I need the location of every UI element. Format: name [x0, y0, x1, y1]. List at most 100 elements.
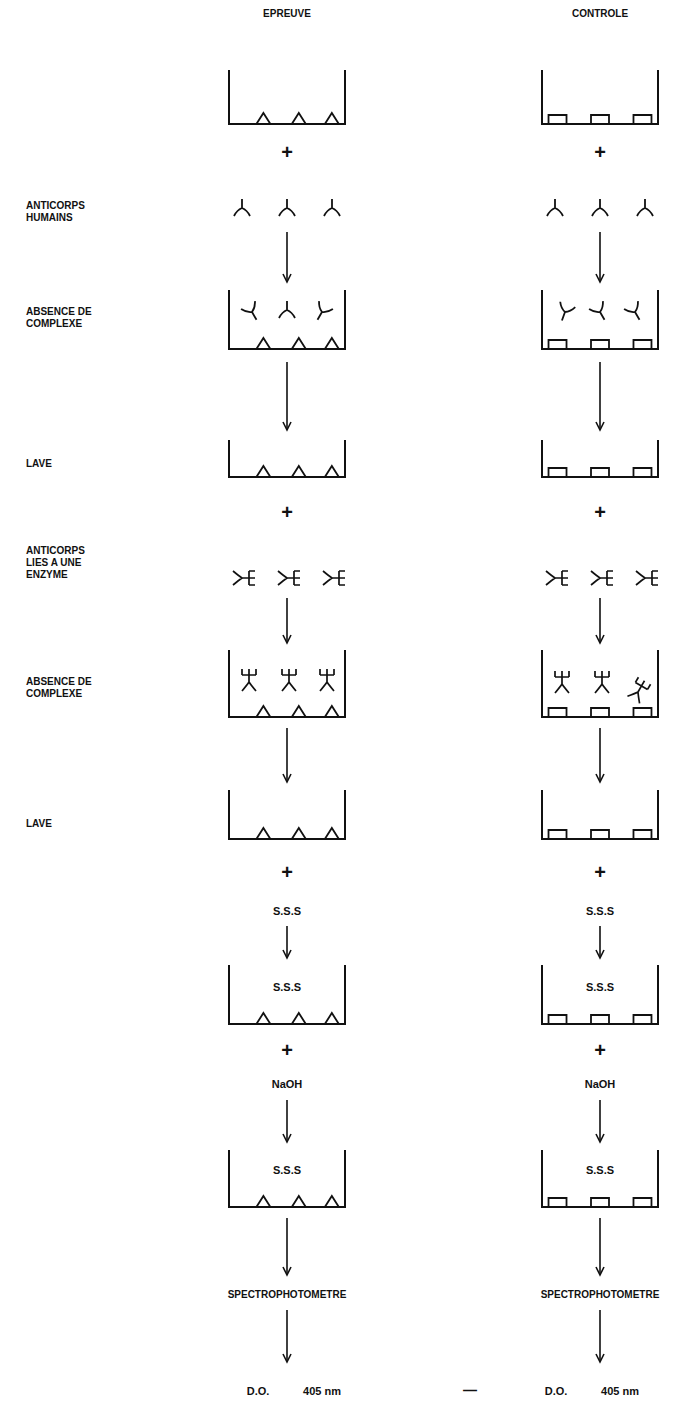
enzyme-antibody-symbol [282, 669, 296, 691]
antibody-symbol [324, 199, 340, 216]
microplate-well [542, 965, 658, 1024]
antigen-triangle [292, 1196, 306, 1207]
column-heading: CONTROLE [572, 8, 628, 20]
enzyme-antibody-symbol [627, 677, 650, 703]
microplate-well [542, 440, 658, 477]
antibody-symbol [279, 199, 295, 216]
down-arrow [283, 232, 291, 282]
antibody-symbol [547, 199, 563, 216]
step-label: ANTICORPS HUMAINS [26, 200, 108, 224]
plus-sign: + [281, 1038, 293, 1062]
microplate-well [229, 650, 345, 717]
control-square [549, 340, 567, 349]
instrument-label: SPECTROPHOTOMETRE [228, 1289, 347, 1301]
down-arrow [283, 1218, 291, 1275]
down-arrow [596, 362, 604, 430]
down-arrow [283, 362, 291, 430]
well-outline [541, 1150, 659, 1208]
control-square [633, 830, 651, 839]
step-label: LAVE [26, 818, 108, 830]
substrate-label: S.S.S [541, 981, 659, 994]
enzyme-antibody-symbol [636, 571, 658, 585]
down-arrow [596, 232, 604, 282]
well-outline [228, 965, 346, 1025]
plus-sign: + [594, 860, 606, 884]
down-arrow [596, 1218, 604, 1275]
down-arrow [596, 728, 604, 782]
substrate-label: S.S.S [273, 905, 301, 918]
step-label: ABSENCE DE COMPLEXE [26, 676, 108, 700]
antigen-triangle [325, 1013, 339, 1024]
control-square [549, 708, 567, 717]
down-arrow [596, 598, 604, 643]
control-square [549, 1015, 567, 1024]
antigen-triangle [292, 338, 306, 349]
plus-sign: + [281, 860, 293, 884]
control-square [591, 468, 609, 477]
microplate-well [229, 1150, 345, 1207]
plus-sign: + [281, 140, 293, 164]
well-outline [228, 1150, 346, 1208]
antigen-triangle [325, 338, 339, 349]
microplate-well [229, 440, 345, 477]
substrate-well: S.S.S [228, 1150, 346, 1208]
instrument-label: SPECTROPHOTOMETRE [541, 1289, 660, 1301]
antibody-symbol [637, 199, 653, 216]
antigen-triangle [256, 338, 270, 349]
down-arrow [596, 1310, 604, 1362]
substrate-label: S.S.S [541, 1164, 659, 1177]
antigen-triangle [325, 113, 339, 124]
measure-label: D.O. [247, 1385, 270, 1398]
step-label: ABSENCE DE COMPLEXE [26, 306, 108, 330]
down-arrow [283, 1100, 291, 1142]
control-square [549, 830, 567, 839]
antigen-triangle [325, 828, 339, 839]
microplate-well [542, 1150, 658, 1207]
plus-sign: + [594, 1038, 606, 1062]
antigen-triangle [256, 828, 270, 839]
antibody-symbol [624, 301, 646, 324]
microplate-well [229, 790, 345, 839]
control-square [633, 115, 651, 124]
reagent-label: NaOH [585, 1078, 616, 1091]
control-square [633, 1198, 651, 1207]
substrate-label: S.S.S [228, 981, 346, 994]
antigen-triangle [292, 828, 306, 839]
measure-label: D.O. [545, 1385, 568, 1398]
substrate-label: S.S.S [228, 1164, 346, 1177]
antigen-triangle [256, 706, 270, 717]
control-square [549, 115, 567, 124]
antigen-triangle [256, 1196, 270, 1207]
antibody-symbol [311, 301, 333, 324]
down-arrow [596, 1100, 604, 1142]
microplate-well [229, 70, 345, 124]
substrate-label: S.S.S [586, 905, 614, 918]
antibody-symbol [279, 301, 295, 318]
measure-label: 405 nm [601, 1385, 639, 1398]
dash: — [463, 1382, 477, 1399]
microplate-well [229, 290, 345, 349]
antibody-symbol [554, 302, 575, 323]
antigen-triangle [325, 1196, 339, 1207]
microplate-well [542, 70, 658, 124]
antibody-symbol [241, 301, 263, 324]
enzyme-antibody-symbol [595, 671, 609, 693]
antigen-triangle [292, 113, 306, 124]
enzyme-antibody-symbol [591, 571, 613, 585]
control-square [591, 340, 609, 349]
antibody-symbol [592, 199, 608, 216]
plus-sign: + [594, 500, 606, 524]
substrate-well: S.S.S [541, 965, 659, 1025]
control-square [633, 1015, 651, 1024]
measure-label: 405 nm [303, 1385, 341, 1398]
antigen-triangle [325, 466, 339, 477]
microplate-well [542, 790, 658, 839]
microplate-well [542, 650, 658, 717]
control-square [591, 830, 609, 839]
control-square [549, 1198, 567, 1207]
column-heading: EPREUVE [263, 8, 311, 20]
enzyme-antibody-symbol [320, 669, 334, 691]
antigen-triangle [292, 466, 306, 477]
control-square [633, 468, 651, 477]
well-outline [541, 965, 659, 1025]
